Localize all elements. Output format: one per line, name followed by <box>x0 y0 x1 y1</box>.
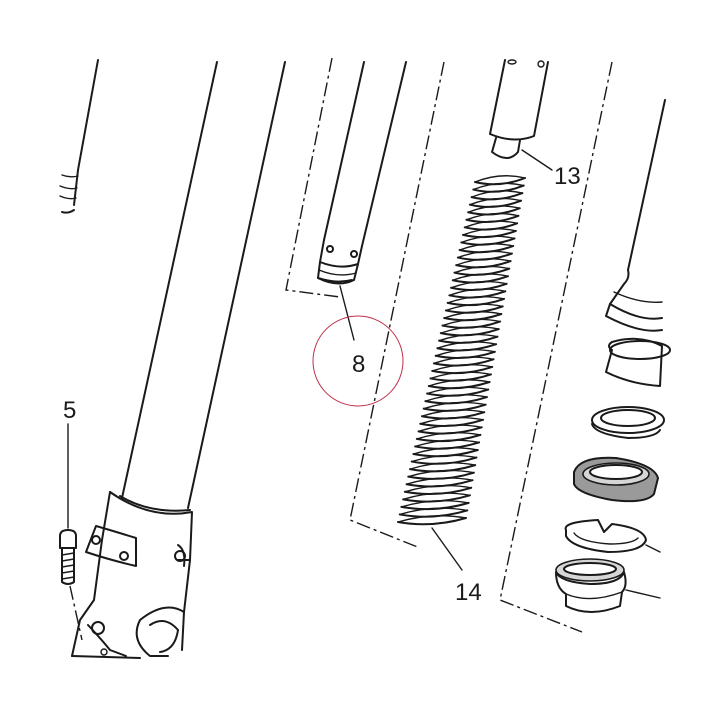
spring-coil-back <box>446 295 505 304</box>
spring-coil-back <box>438 333 499 342</box>
leader-14 <box>431 527 463 571</box>
spring-coil-back <box>424 394 488 402</box>
spring-coil-back <box>443 311 503 319</box>
spring-coil-back <box>440 326 500 334</box>
callout-8-highlight <box>312 315 404 407</box>
callout-8: 8 <box>352 351 365 378</box>
callout-13: 13 <box>554 163 581 190</box>
spring-coil-back <box>404 484 472 493</box>
spring-coil-back <box>467 205 521 213</box>
spring-coil-front <box>397 517 467 526</box>
rod-part-13 <box>489 59 549 159</box>
spring-coil-back <box>429 371 492 380</box>
spring-coil-back <box>462 227 517 236</box>
spring-coil-back <box>464 220 518 229</box>
callout-5: 5 <box>63 397 76 424</box>
damper-rod <box>317 61 407 285</box>
bracket-right <box>499 61 613 633</box>
spring-coil-back <box>414 439 480 448</box>
spring-coil-back <box>405 477 474 485</box>
spring-coil-back <box>409 462 476 470</box>
fork-foot <box>71 491 193 659</box>
bracket-spring <box>349 61 445 549</box>
spring-coil-back <box>470 190 524 198</box>
spring-coil-back <box>457 250 513 259</box>
spring-coil-back <box>400 499 470 508</box>
spring-coil-back <box>450 280 508 289</box>
spring-coil-back <box>436 341 497 349</box>
spring-coil-back <box>416 431 482 440</box>
dust-seal <box>555 558 661 613</box>
leader-8 <box>339 285 355 341</box>
spring-coil-back <box>410 454 478 463</box>
inner-tube-right <box>605 99 666 332</box>
spring-coil-back <box>428 379 491 387</box>
bracket-part-8 <box>285 57 341 298</box>
spring-coil-back <box>421 409 486 417</box>
spring-coil-back <box>474 175 526 183</box>
outer-fork-tube <box>119 61 286 512</box>
spring-coil-back <box>452 273 509 281</box>
spring-coil-back <box>431 363 493 372</box>
spring-coil-back <box>445 303 504 312</box>
seal-ring <box>573 456 660 503</box>
spring-coil-back <box>397 515 467 523</box>
screw-part-5 <box>59 423 83 641</box>
spring-coil-back <box>472 182 525 191</box>
leader-13 <box>521 149 553 171</box>
spring-coil-back <box>448 288 507 297</box>
left-partial-tube <box>59 59 99 214</box>
spring-coil-back <box>434 348 496 357</box>
spring-coil-back <box>426 386 489 395</box>
spring-coil-back <box>417 424 483 433</box>
spring-coil-back <box>460 235 516 244</box>
spring-coil-back <box>433 356 495 365</box>
spring-coil-back <box>407 469 475 478</box>
spring-part-14 <box>397 175 526 526</box>
callout-14: 14 <box>455 579 482 606</box>
spring-coil-back <box>453 265 510 274</box>
spring-coil-back <box>422 401 487 410</box>
spring-coil-back <box>441 318 501 327</box>
spring-coil-back <box>419 416 484 425</box>
circlip <box>564 519 661 553</box>
bushing <box>605 337 671 387</box>
spring-coil-back <box>469 197 522 206</box>
spring-coil-back <box>399 507 469 516</box>
spring-coil-back <box>455 258 512 266</box>
spring-coil-back <box>465 212 520 221</box>
spring-coil-back <box>458 243 514 251</box>
spring-coil-back <box>402 492 471 501</box>
washer <box>591 406 665 439</box>
spring-coil-back <box>412 447 479 455</box>
